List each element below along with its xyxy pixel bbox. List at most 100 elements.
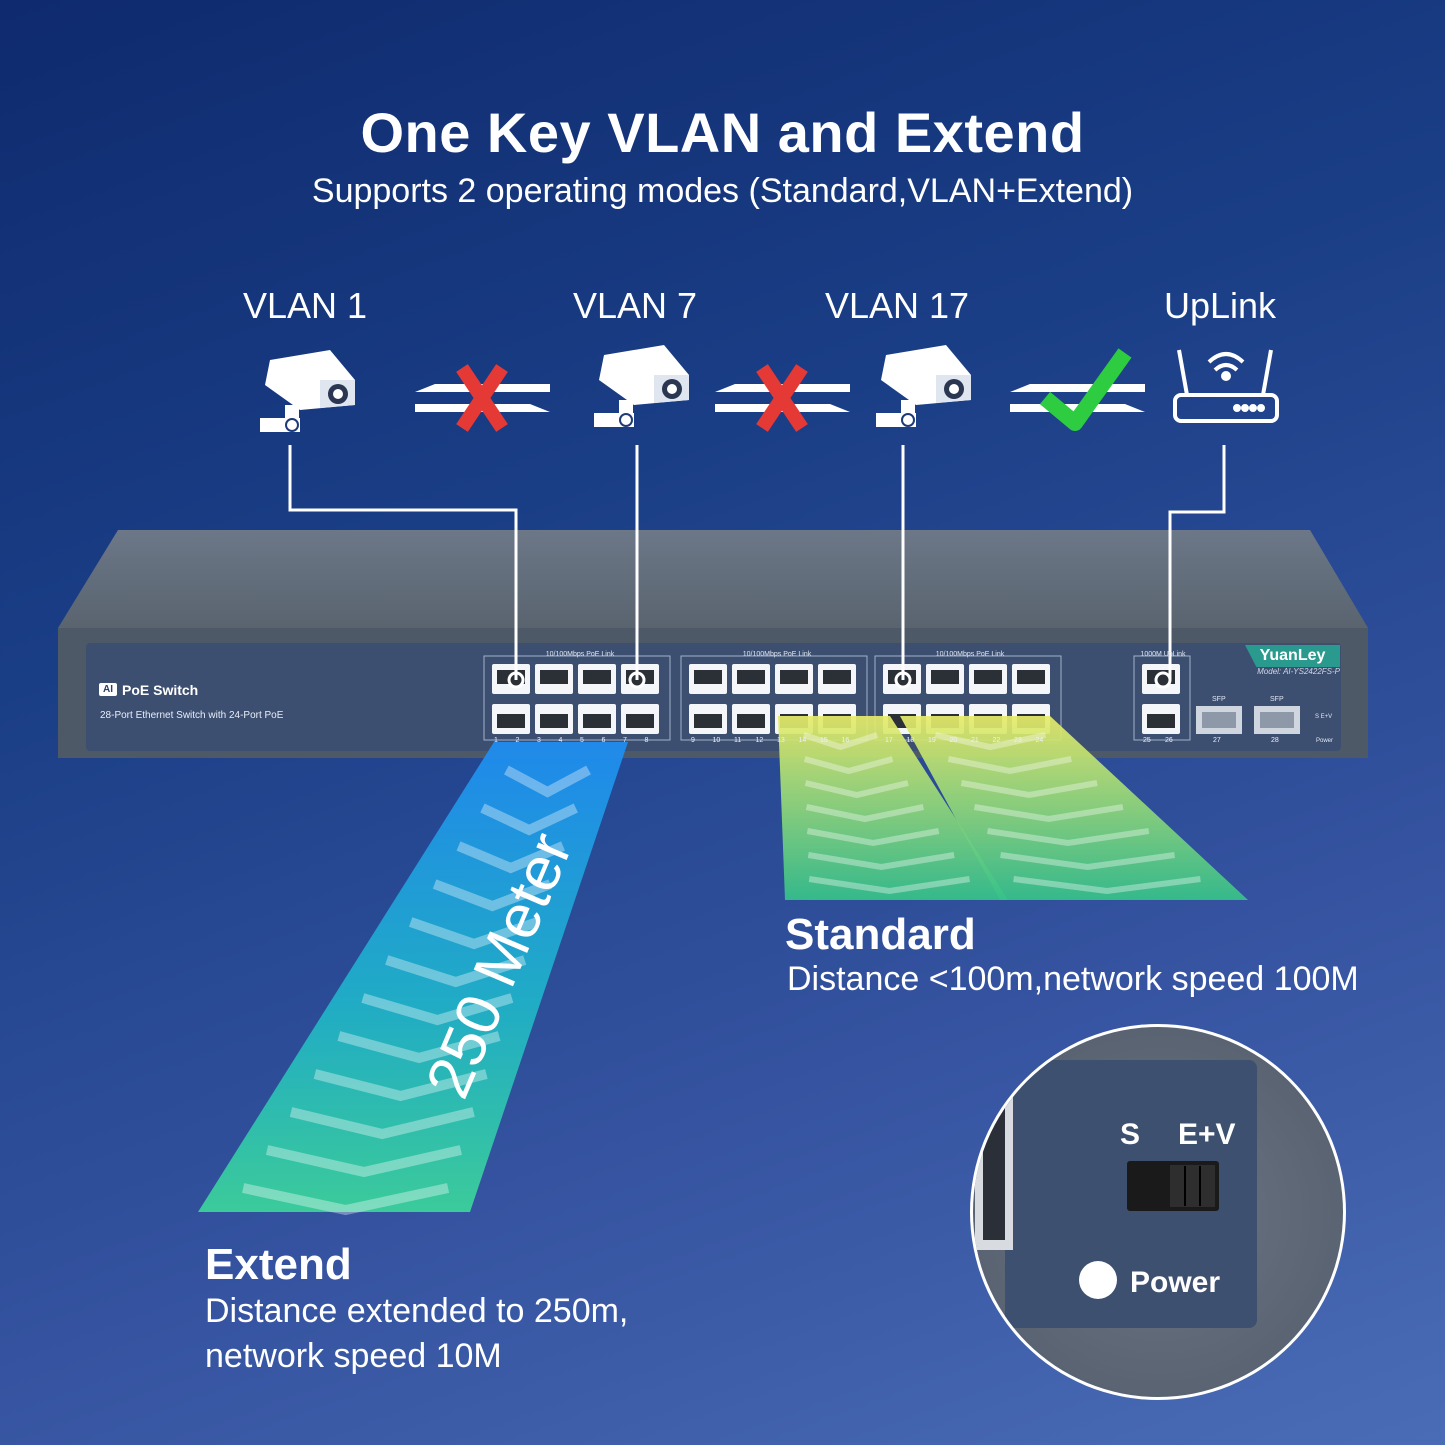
device-label-vlan17: VLAN 17 <box>824 285 970 326</box>
port-number: 19 <box>928 737 936 744</box>
uplink-port-number: 26 <box>1165 737 1173 744</box>
beam-chevron <box>807 852 955 871</box>
port-group-label-1: 10/100Mbps PoE Link <box>545 651 615 658</box>
beam-chevron <box>1013 876 1201 895</box>
port-socket <box>583 714 611 728</box>
port-socket <box>974 670 1002 684</box>
standard-heading: Standard <box>785 910 976 959</box>
port-socket <box>540 670 568 684</box>
port-number: 11 <box>734 737 742 744</box>
model-number: Model: AI-YS2422FS-P <box>1257 667 1340 676</box>
green-check-icon <box>1039 348 1132 431</box>
connection-wires <box>288 445 1226 680</box>
port-number: 18 <box>906 737 915 744</box>
device-label-vlan1: VLAN 1 <box>242 285 368 326</box>
standard-description: Distance <100m,network speed 100M <box>787 960 1359 998</box>
beam-chevron <box>960 780 1098 799</box>
port-number: 5 <box>580 737 584 744</box>
port-group-frame <box>483 655 671 741</box>
port-number: 1 <box>494 737 498 744</box>
port-number: 15 <box>820 737 828 744</box>
power-label-small: Power <box>1316 738 1334 744</box>
zoom-s-label: S <box>1120 1118 1141 1151</box>
zoom-power-label: Power <box>1130 1266 1221 1299</box>
port-number: 14 <box>798 737 807 744</box>
port-number: 6 <box>601 737 606 744</box>
beam-chevron <box>456 841 565 874</box>
red-x-icon <box>756 364 808 432</box>
beam-chevron <box>242 1183 450 1216</box>
sfp-port-number: 28 <box>1271 737 1279 744</box>
port-group-label-3: 10/100Mbps PoE Link <box>935 651 1005 658</box>
beam-chevron <box>934 732 1047 751</box>
port-number: 16 <box>841 737 850 744</box>
beam-chevron <box>947 756 1072 775</box>
port-socket <box>694 670 722 684</box>
port-number: 12 <box>755 737 764 744</box>
beam-chevron <box>408 917 540 950</box>
beam-chevron <box>806 828 940 847</box>
beam-chevron <box>987 828 1150 847</box>
extend-beam <box>198 742 628 1216</box>
sfp-label-28: SFP <box>1270 696 1284 703</box>
router-icon <box>1173 349 1279 423</box>
extend-heading: Extend <box>205 1240 352 1289</box>
port-number: 8 <box>644 737 649 744</box>
uplink-port-number: 25 <box>1143 737 1151 744</box>
beam-chevron <box>803 756 894 775</box>
camera-icon <box>876 345 971 427</box>
beam-chevron <box>361 993 514 1026</box>
beam-chevron <box>805 804 924 823</box>
port-socket <box>497 714 525 728</box>
switch-name: PoE Switch <box>122 682 199 698</box>
page-subtitle: Supports 2 operating modes (Standard,VLA… <box>311 172 1134 210</box>
beam-chevron <box>289 1107 475 1140</box>
port-socket <box>626 714 654 728</box>
beam-chevron <box>808 876 970 895</box>
port-socket <box>823 670 851 684</box>
beam-chevron <box>480 803 578 836</box>
port-connection-dot <box>1154 671 1172 689</box>
beam-chevron <box>973 804 1124 823</box>
device-label-vlan7: VLAN 7 <box>572 285 698 326</box>
switch-description: 28-Port Ethernet Switch with 24-Port PoE <box>100 710 284 721</box>
red-x-icon <box>456 364 508 432</box>
port-socket <box>694 714 722 728</box>
port-socket <box>1017 670 1045 684</box>
beam-chevron <box>313 1069 488 1102</box>
device-label-uplink: UpLink <box>1163 285 1277 326</box>
extend-description-line1: Distance extended to 250m, <box>205 1292 629 1330</box>
port-number: 24 <box>1035 737 1044 744</box>
camera-icon <box>594 345 689 427</box>
beam-chevron <box>504 765 591 798</box>
page-title: One Key VLAN and Extend <box>360 101 1085 164</box>
zoom-ev-label: E+V <box>1178 1118 1236 1151</box>
extend-description-line2: network speed 10M <box>205 1337 502 1375</box>
beam-chevron <box>265 1145 462 1178</box>
port-socket <box>780 670 808 684</box>
port-number: 23 <box>1014 737 1022 744</box>
standard-beam-right <box>900 716 1248 900</box>
port-socket <box>737 670 765 684</box>
port-number: 21 <box>971 737 979 744</box>
port-number: 2 <box>515 737 520 744</box>
port-socket <box>1147 714 1175 728</box>
sfp-socket <box>1260 712 1294 728</box>
port-socket <box>737 714 765 728</box>
sfp-port-number: 27 <box>1213 737 1221 744</box>
port-number: 22 <box>992 737 1001 744</box>
port-number: 3 <box>537 737 541 744</box>
beam-chevron <box>804 780 909 799</box>
beam-chevron <box>1000 852 1175 871</box>
sfp-label-27: SFP <box>1212 696 1226 703</box>
port-number: 13 <box>777 737 785 744</box>
switch-mark-label: S E+V <box>1315 714 1333 720</box>
port-number: 17 <box>885 737 893 744</box>
beam-chevron <box>337 1031 501 1064</box>
port-socket <box>931 670 959 684</box>
port-number: 20 <box>949 737 958 744</box>
uplink-group-frame <box>1133 655 1191 741</box>
port-socket <box>540 714 568 728</box>
switch-zoom-detail <box>970 1024 1346 1400</box>
brand-logo: YuanLey <box>1245 645 1340 667</box>
